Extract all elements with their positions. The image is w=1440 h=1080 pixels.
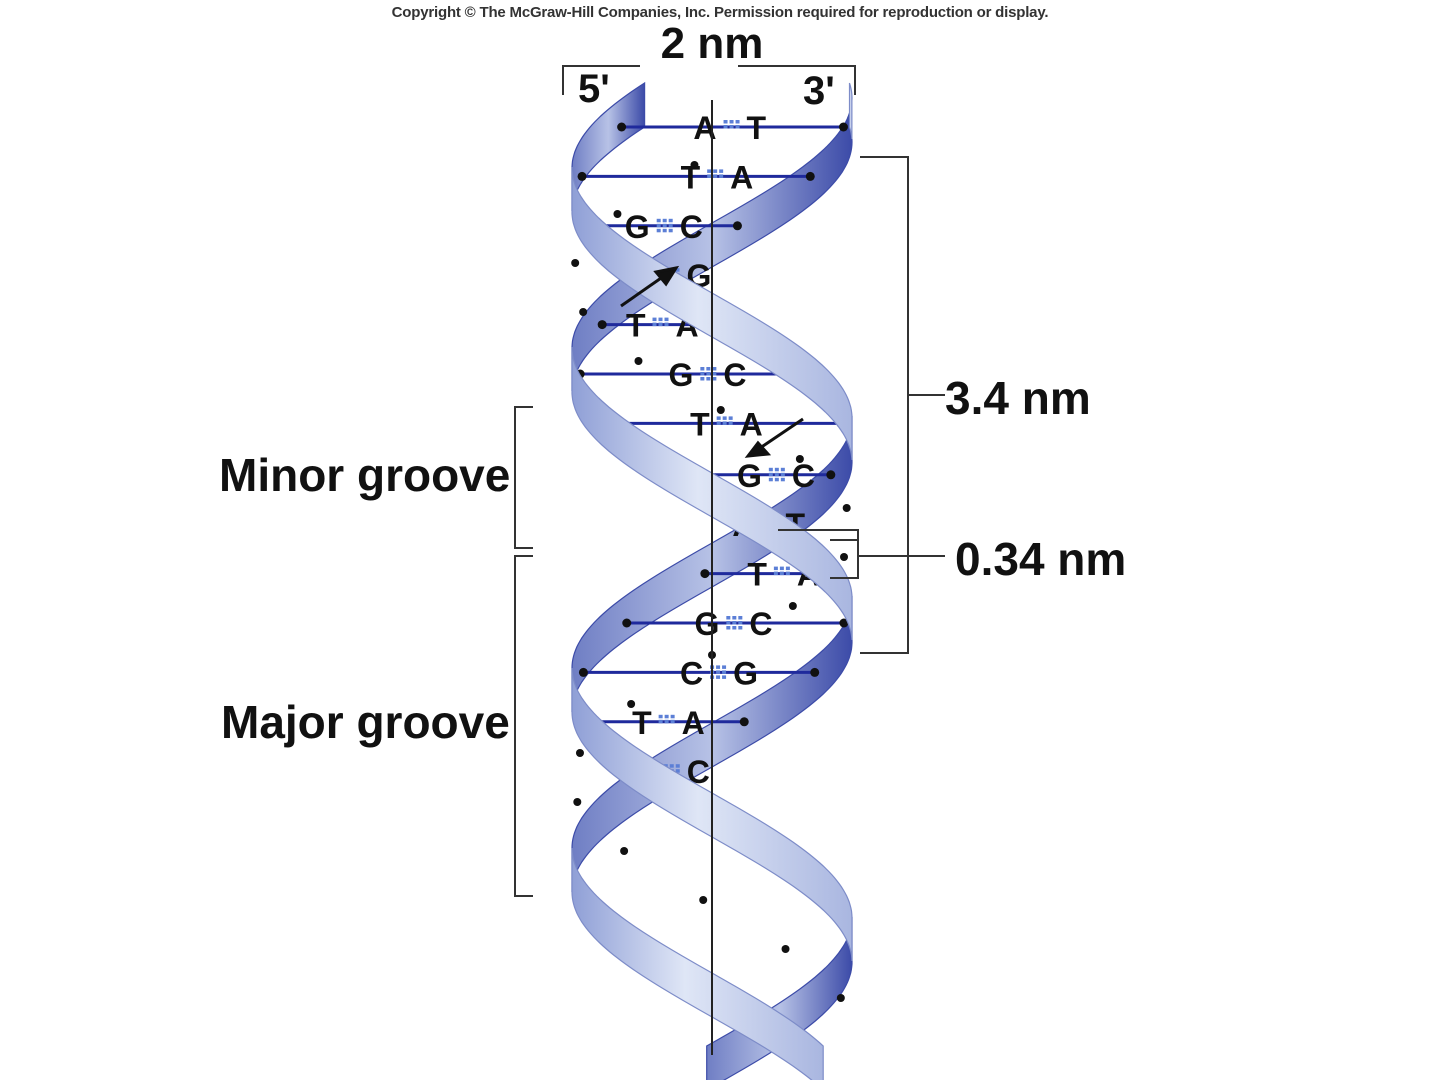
- base-right: C: [723, 357, 746, 393]
- width-label: 2 nm: [661, 19, 764, 68]
- base-right: A: [682, 705, 705, 741]
- rise-bracket: [778, 529, 945, 579]
- hydrogen-bonds: [652, 317, 669, 327]
- base-left: T: [690, 406, 710, 442]
- base-right: T: [747, 110, 767, 146]
- backbone-dot: [781, 945, 790, 953]
- phosphate-dot: [739, 717, 749, 727]
- phosphate-dot: [617, 122, 627, 132]
- base-left: T: [626, 308, 646, 344]
- backbone-dot: [575, 749, 584, 757]
- base-right: C: [749, 606, 772, 642]
- three-prime-label: 3': [803, 69, 835, 113]
- minor-groove-label: Minor groove: [219, 449, 510, 501]
- phosphate-dot: [839, 618, 849, 628]
- hydrogen-bonds: [707, 169, 724, 178]
- hydrogen-bonds: [700, 367, 717, 381]
- strand-a-segment: [848, 82, 853, 140]
- hydrogen-bonds: [726, 616, 743, 630]
- base-right: C: [680, 209, 703, 245]
- backbone-dot: [579, 308, 588, 316]
- pitch-label: 3.4 nm: [945, 372, 1091, 424]
- pitch-bracket: [860, 156, 945, 654]
- base-right: G: [733, 655, 758, 691]
- phosphate-dot: [838, 122, 848, 132]
- backbone-dot: [571, 259, 580, 267]
- phosphate-dot: [826, 470, 836, 480]
- backbone-dot: [836, 994, 845, 1002]
- hydrogen-bonds: [716, 416, 733, 425]
- base-left: G: [668, 357, 693, 393]
- minor-groove-bracket: [514, 406, 533, 549]
- base-right: A: [740, 406, 763, 442]
- strand-a-segment: [571, 847, 824, 1080]
- base-left: T: [632, 705, 652, 741]
- phosphate-dot: [622, 618, 632, 628]
- phosphate-dot: [732, 221, 742, 231]
- width-bracket: [562, 65, 856, 95]
- backbone-dot: [613, 210, 622, 218]
- phosphate-dot: [577, 171, 587, 181]
- backbone-dot: [795, 455, 804, 463]
- backbone-dot: [842, 504, 851, 512]
- base-right: A: [730, 159, 753, 195]
- hydrogen-bonds: [658, 714, 675, 724]
- backbone-dot: [690, 161, 699, 169]
- base-left: C: [680, 655, 703, 691]
- backbone-dot: [627, 700, 636, 708]
- hydrogen-bonds: [723, 120, 740, 129]
- phosphate-dot: [597, 320, 607, 330]
- major-groove-label: Major groove: [221, 696, 510, 748]
- base-left: G: [625, 209, 650, 245]
- rise-label: 0.34 nm: [955, 533, 1126, 585]
- strand-direction-arrows: [620, 265, 804, 458]
- major-groove-bracket: [514, 555, 533, 897]
- base-left: G: [694, 606, 719, 642]
- backbone-dot: [634, 357, 643, 365]
- backbone-dot: [699, 896, 708, 904]
- base-left: G: [737, 458, 762, 494]
- base-right: C: [792, 458, 815, 494]
- base-left: T: [747, 557, 767, 593]
- phosphate-dot: [810, 667, 820, 677]
- base-right: C: [687, 754, 710, 790]
- hydrogen-bonds: [773, 566, 790, 576]
- phosphate-dot: [578, 667, 588, 677]
- backbone-dot: [573, 798, 582, 806]
- five-prime-label: 5': [578, 67, 610, 111]
- hydrogen-bonds: [768, 467, 785, 482]
- backbone-dot: [840, 553, 849, 561]
- hydrogen-bonds: [656, 218, 673, 233]
- phosphate-dot: [700, 569, 710, 579]
- backbone-dot: [788, 602, 797, 610]
- phosphate-dot: [805, 171, 815, 181]
- backbone-dot: [716, 406, 725, 414]
- base-left: A: [693, 110, 716, 146]
- backbone-dot: [620, 847, 629, 855]
- strand-b-segment: [706, 917, 853, 1080]
- copyright-notice: Copyright © The McGraw-Hill Companies, I…: [391, 4, 1049, 21]
